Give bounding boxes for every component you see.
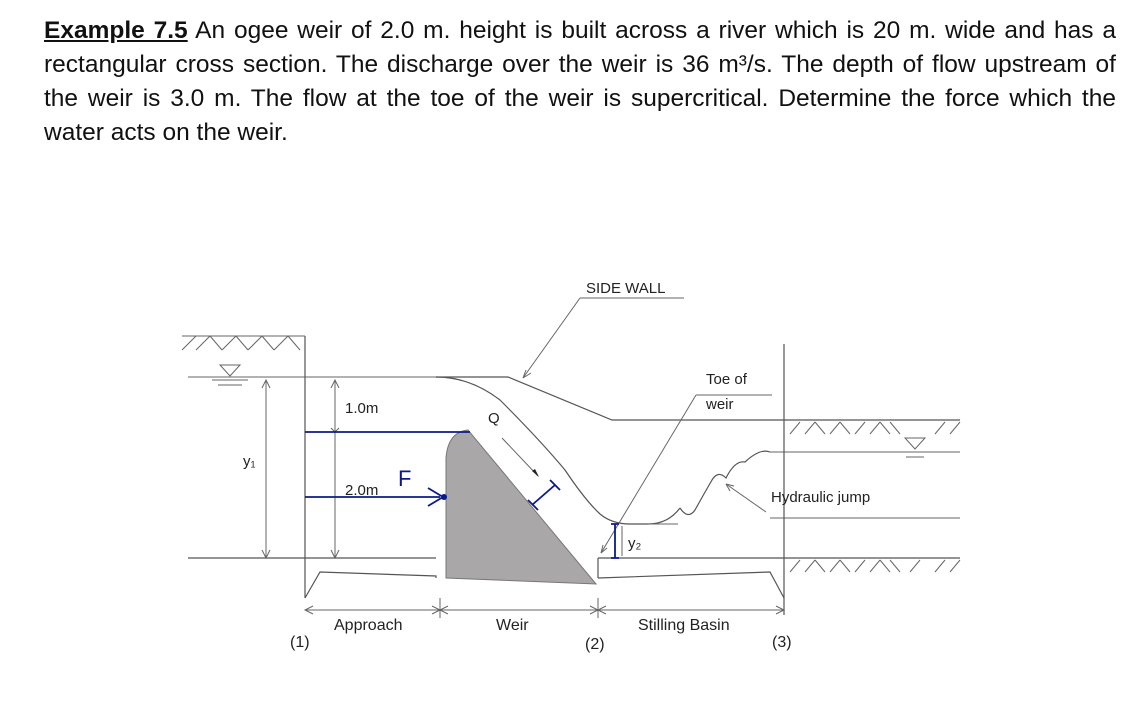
discharge-label: Q <box>488 410 500 427</box>
weir-body <box>445 429 598 585</box>
side-wall-outline <box>436 376 960 421</box>
example-label: Example 7.5 <box>44 17 188 44</box>
dim-2m-label: 2.0m <box>345 482 378 499</box>
stilling-basin-label: Stilling Basin <box>638 617 730 634</box>
flow-section-mark <box>527 479 561 511</box>
weir-label: Weir <box>496 617 529 634</box>
hydraulic-jump-roller <box>679 450 771 516</box>
ground-hatch-right <box>789 421 961 573</box>
toe-label-line2: weir <box>705 396 734 413</box>
problem-text: An ogee weir of 2.0 m. height is built a… <box>44 17 1117 146</box>
force-label: F <box>398 466 411 491</box>
station-3-label: (3) <box>772 634 792 651</box>
station-2-label: (2) <box>585 636 605 653</box>
section-dimension <box>303 598 786 618</box>
station-1-label: (1) <box>290 634 310 651</box>
side-wall-label: SIDE WALL <box>586 280 665 297</box>
hydraulic-jump-label: Hydraulic jump <box>771 489 870 506</box>
y1-dimension <box>261 378 271 560</box>
approach-floor <box>304 571 437 599</box>
side-wall-leader <box>522 297 581 379</box>
stilling-basin-floor <box>597 571 785 599</box>
ground-hatch-left <box>181 335 305 351</box>
toe-label-line1: Toe of <box>706 371 748 388</box>
jump-leader <box>725 483 767 513</box>
problem-statement: Example 7.5 An ogee weir of 2.0 m. heigh… <box>44 14 1116 150</box>
y2-label: y₂ <box>628 535 642 552</box>
water-surface-symbol-upstream <box>212 364 248 386</box>
discharge-arrow <box>501 437 539 477</box>
dim-1m-label: 1.0m <box>345 400 378 417</box>
y1-label: y₁ <box>243 453 256 470</box>
water-surface-symbol-downstream <box>900 437 930 458</box>
y2-dimension <box>611 523 623 559</box>
toe-leader <box>600 394 697 554</box>
approach-label: Approach <box>334 617 403 634</box>
